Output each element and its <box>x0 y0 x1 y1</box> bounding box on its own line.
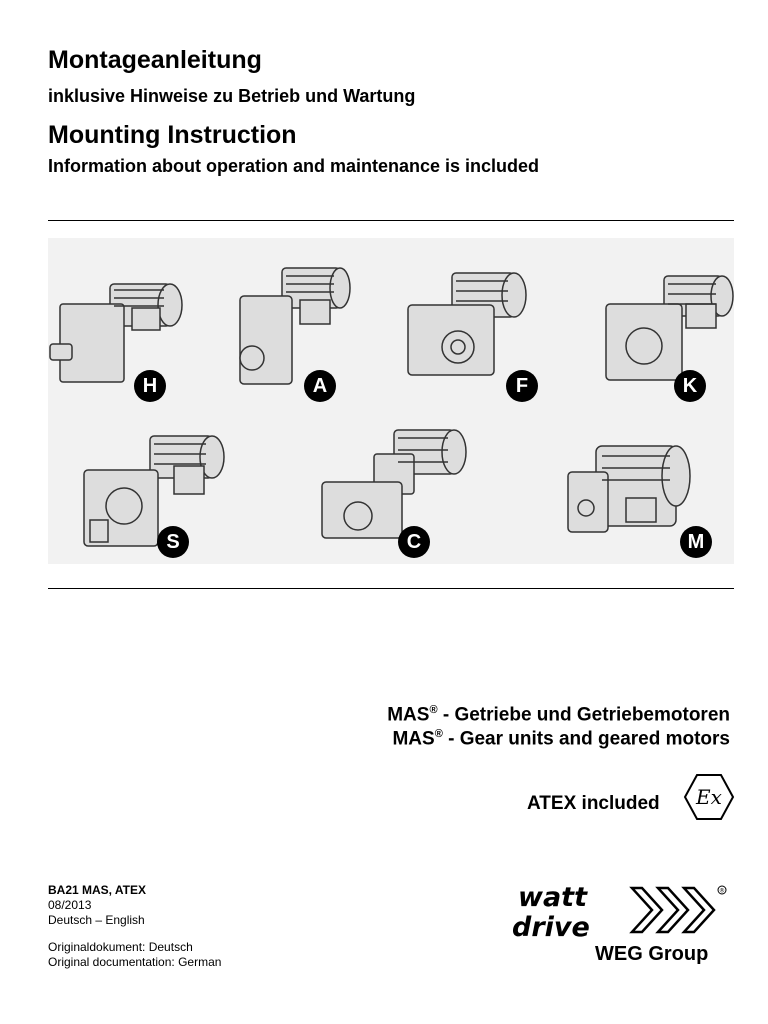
badge-m: M <box>680 526 712 558</box>
worm-gear-motor-icon <box>83 435 225 547</box>
registered-mark: ® <box>434 728 443 740</box>
product-line-english: MAS® - Gear units and geared motors <box>392 728 730 750</box>
ex-hexagon-icon: Ex <box>683 774 735 820</box>
product-desc-english: - Gear units and geared motors <box>442 728 730 750</box>
weg-group-label: WEG Group <box>595 943 709 965</box>
logo-chevrons-icon <box>629 886 716 934</box>
product-brand: MAS <box>387 704 430 726</box>
ex-text: Ex <box>695 785 722 809</box>
original-document-de: Originaldokument: Deutsch <box>48 940 193 954</box>
logo-watt: watt <box>518 882 588 913</box>
helical-gear-motor-icon <box>49 283 183 383</box>
helical-bevel-gear-motor-icon <box>321 429 467 539</box>
subtitle-english: Information about operation and maintena… <box>48 156 540 176</box>
product-desc-german: - Getriebe und Getriebemotoren <box>437 704 730 726</box>
document-date: 08/2013 <box>48 898 92 912</box>
flat-gear-motor-icon <box>407 272 527 376</box>
product-brand: MAS <box>392 728 435 750</box>
bottom-divider <box>48 588 734 589</box>
title-german: Montageanleitung <box>48 46 262 74</box>
badge-s: S <box>157 526 189 558</box>
top-divider <box>48 220 734 221</box>
registered-mark: ® <box>429 704 438 716</box>
badge-c: C <box>398 526 430 558</box>
product-line-german: MAS® - Getriebe und Getriebemotoren <box>387 704 730 726</box>
document-languages: Deutsch – English <box>48 913 145 927</box>
motor-icon <box>567 445 691 533</box>
parallel-shaft-gear-motor-icon <box>239 267 351 385</box>
original-document-en: Original documentation: German <box>48 955 222 969</box>
subtitle-german: inklusive Hinweise zu Betrieb und Wartun… <box>48 86 416 106</box>
badge-f: F <box>506 370 538 402</box>
logo-registered: ® <box>719 888 725 895</box>
atex-label: ATEX included <box>527 793 660 814</box>
logo-drive: drive <box>512 912 590 942</box>
title-english: Mounting Instruction <box>48 121 297 149</box>
watt-drive-logo: watt drive ® <box>512 882 727 942</box>
document-code: BA21 MAS, ATEX <box>48 883 147 897</box>
bevel-gear-motor-icon <box>605 275 734 381</box>
badge-k: K <box>674 370 706 402</box>
badge-a: A <box>304 370 336 402</box>
badge-h: H <box>134 370 166 402</box>
